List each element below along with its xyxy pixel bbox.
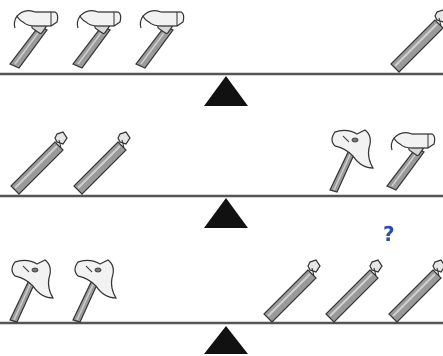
file-tool-icon [11,132,67,194]
file-tool-icon [391,10,443,72]
question-mark: ? [383,224,395,244]
file-tool-icon [264,260,320,322]
scale-row-1 [0,10,443,106]
hammer-icon [136,11,184,68]
file-tool-icon [74,132,130,194]
scale-row-2 [0,130,443,228]
fulcrum [204,326,248,354]
axe-icon [73,260,116,322]
fulcrum [204,198,248,228]
hammer-icon [10,11,58,68]
axe-icon [10,260,53,322]
file-tool-icon [389,260,443,322]
hammer-icon [387,133,435,190]
axe-icon [330,130,373,192]
file-tool-icon [326,260,382,322]
scale-row-3 [0,260,443,354]
hammer-icon [73,11,121,68]
fulcrum [204,76,248,106]
